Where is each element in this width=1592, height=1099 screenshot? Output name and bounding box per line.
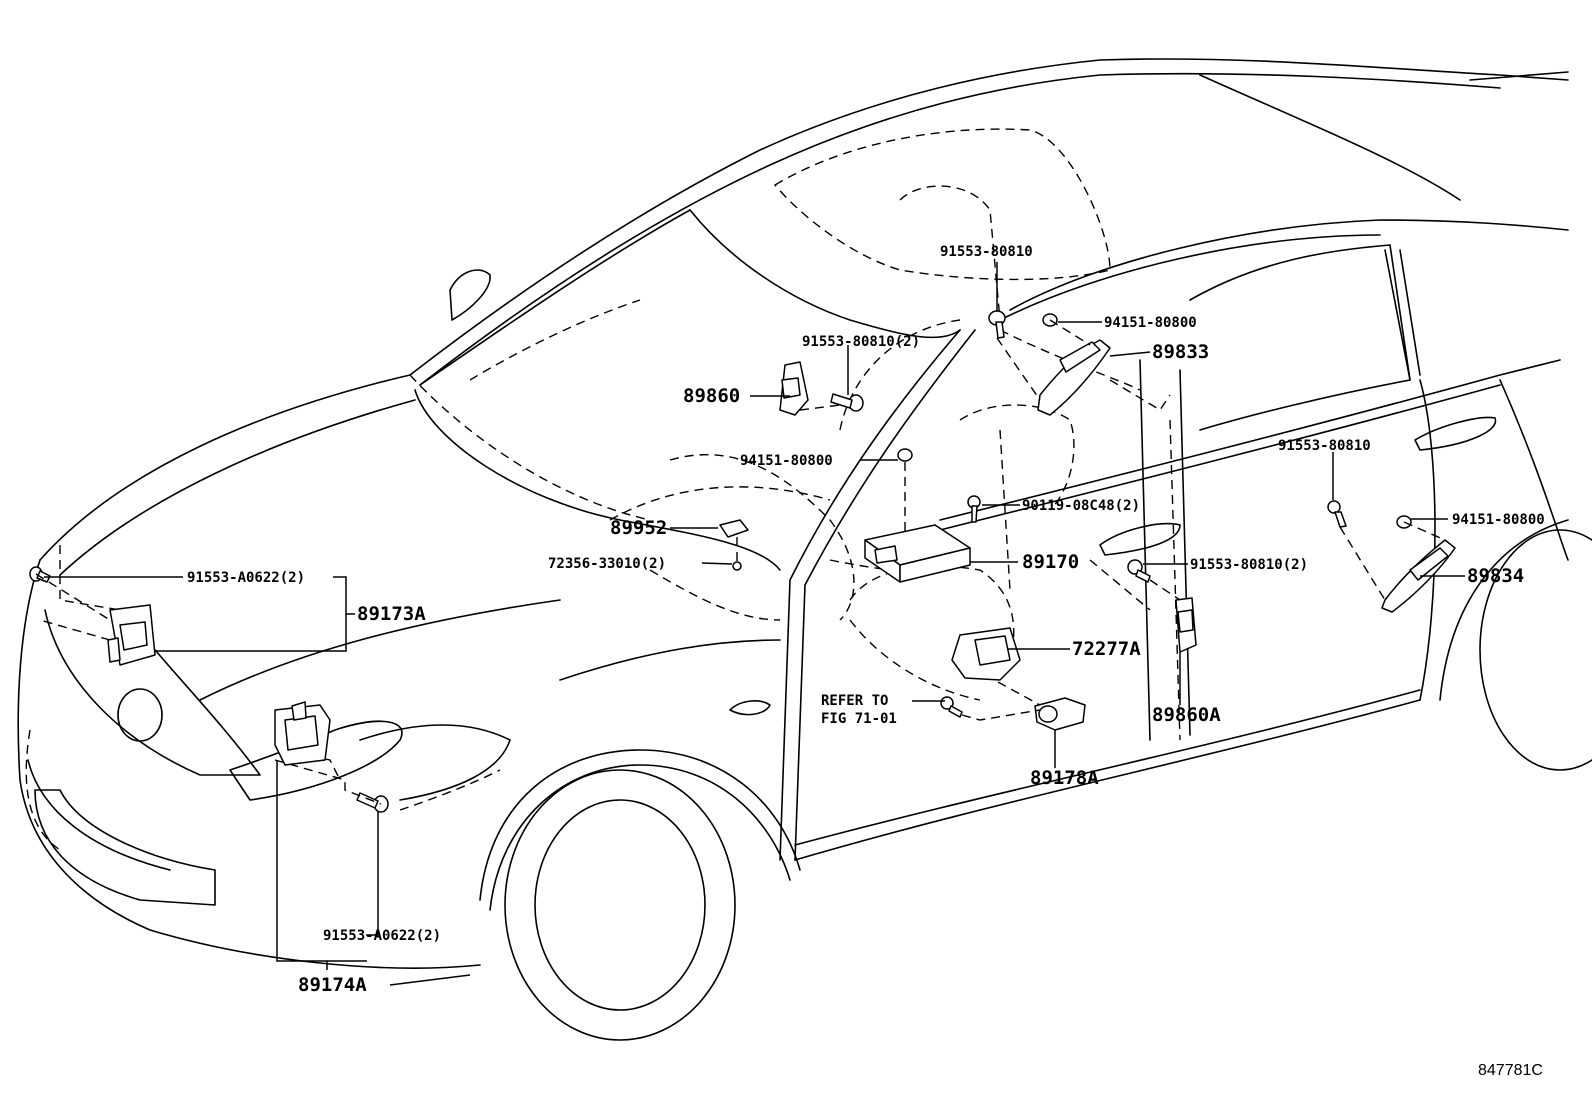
label-94151-80800-right: 94151-80800 — [1452, 512, 1545, 528]
label-89952: 89952 — [610, 517, 667, 539]
label-refer-to: REFER TO — [821, 693, 888, 709]
bolt-89860-icon — [830, 393, 864, 412]
bracket-72277a-icon — [951, 627, 1021, 681]
sensor-89173a-icon — [107, 604, 156, 666]
car-body-outline — [17, 58, 1592, 1041]
label-91553-80810-right: 91553-80810 — [1278, 438, 1371, 454]
sensor-89860a-icon — [1175, 597, 1197, 653]
sensor-89178a-icon — [1034, 697, 1086, 731]
bolt-89833-top-icon — [988, 310, 1006, 339]
label-91553-a0622-top: 91553-A0622(2) — [187, 570, 305, 586]
part-graphics — [29, 310, 1456, 813]
leader-lines — [44, 262, 1465, 986]
car-interior-hidden-lines — [25, 128, 1181, 851]
sensor-89174a-icon — [274, 701, 331, 766]
label-72356-33010: 72356-33010(2) — [548, 556, 666, 572]
airbag-ecu-89170-icon — [864, 524, 971, 583]
clip-72356-icon — [732, 561, 742, 571]
sensor-89834-icon — [1381, 539, 1456, 613]
bolt-refer-icon — [940, 696, 963, 718]
label-91553-a0622-bottom: 91553-A0622(2) — [323, 928, 441, 944]
bolt-front-lower-icon — [356, 792, 389, 813]
label-89834: 89834 — [1467, 565, 1524, 587]
sensor-89860-icon — [779, 361, 809, 416]
sensor-89833-icon — [1037, 339, 1111, 416]
label-91553-80810-2-lower: 91553-80810(2) — [1190, 557, 1308, 573]
label-89170: 89170 — [1022, 551, 1079, 573]
label-refer-fig: FIG 71-01 — [821, 711, 897, 727]
figure-code: 847781C — [1478, 1062, 1543, 1079]
label-91553-80810-2-upper: 91553-80810(2) — [802, 334, 920, 350]
bolt-90119-icon — [967, 495, 981, 523]
label-94151-80800-top: 94151-80800 — [1104, 315, 1197, 331]
label-89860a: 89860A — [1152, 704, 1221, 726]
label-90119-08c48: 90119-08C48(2) — [1022, 498, 1140, 514]
label-91553-80810-top: 91553-80810 — [940, 244, 1033, 260]
connector-89952-icon — [719, 519, 749, 538]
label-89174a: 89174A — [298, 974, 367, 996]
label-94151-80800-mid: 94151-80800 — [740, 453, 833, 469]
label-89178a: 89178A — [1030, 767, 1099, 789]
label-89860: 89860 — [683, 385, 740, 407]
bolt-front-upper-icon — [29, 566, 51, 583]
label-89833: 89833 — [1152, 341, 1209, 363]
label-89173a: 89173A — [357, 603, 426, 625]
part-labels: 91553-80810 94151-80800 89833 91553-8081… — [187, 244, 1545, 996]
nut-airbag-ecu-icon — [897, 448, 913, 462]
bolt-89860a-icon — [1127, 559, 1151, 583]
bolt-89834-icon — [1327, 500, 1347, 528]
label-72277a: 72277A — [1072, 638, 1141, 660]
